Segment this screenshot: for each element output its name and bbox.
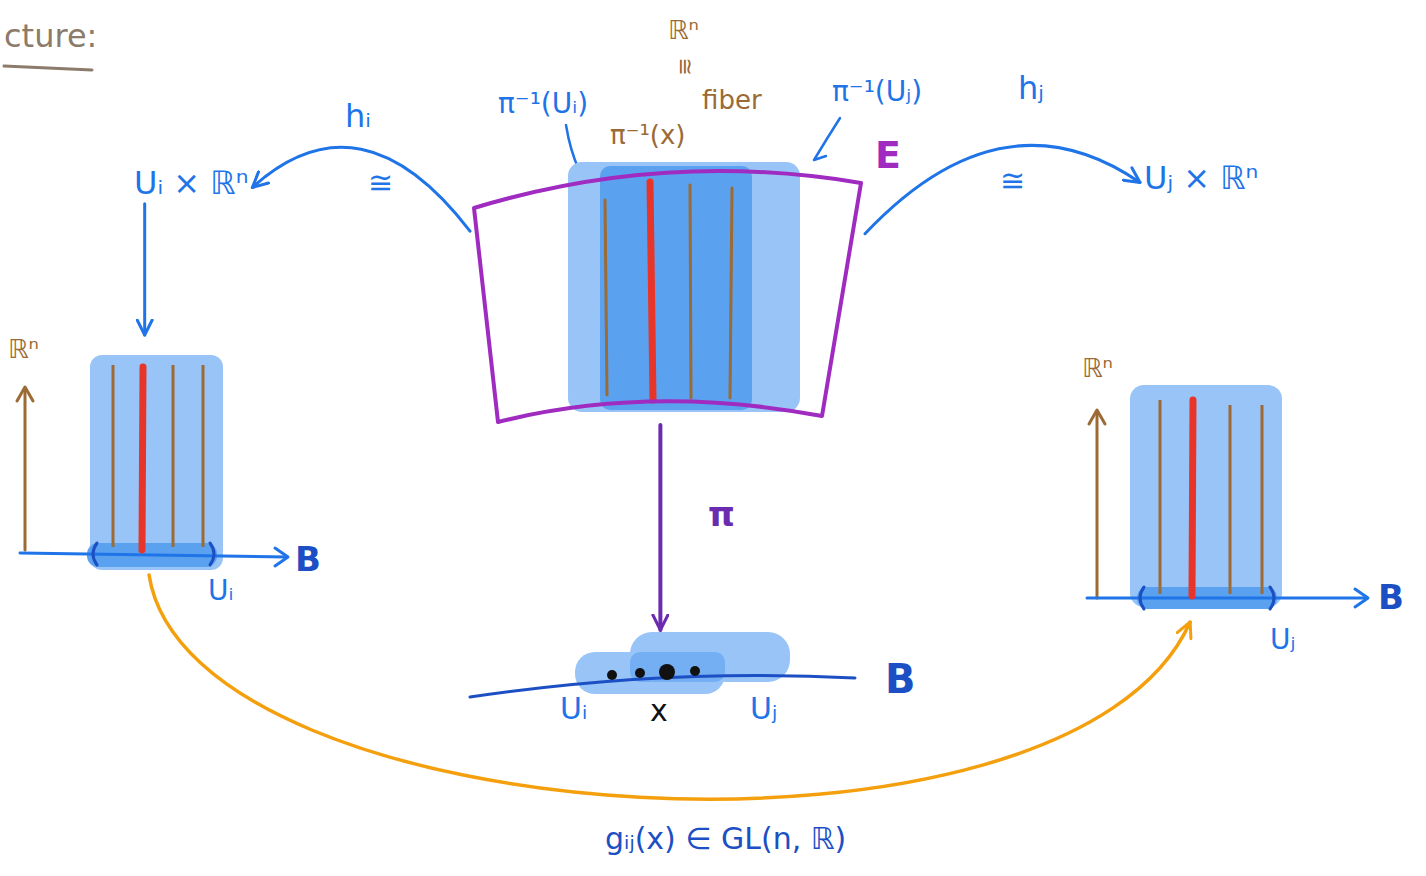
node-illustration [465,630,935,745]
edge-label: hⱼ [1018,70,1044,107]
node-label: B [295,540,321,579]
node-label: Uᵢ [560,692,587,727]
total-space-box: E [470,170,865,425]
node-label: ℝⁿ [8,335,39,365]
base-space: B Uᵢ x Uⱼ [465,630,935,745]
illustration-line [690,185,691,398]
edge-arrow [149,575,1190,799]
node-label: B [1378,578,1404,617]
node-illustration [5,335,340,575]
diagram-title: cture: [4,18,97,55]
node-illustration [470,170,865,425]
annotation-label: π⁻¹(x) [610,121,685,151]
illustration-rect [568,162,800,412]
illustration-path [1270,587,1274,609]
node-label: Uᵢ [208,575,234,607]
annotation-label: π⁻¹(Uⱼ) [832,76,922,108]
illustration-line [650,182,653,400]
annotation-label: fiber [702,86,762,116]
annotation-label: π⁻¹(Uᵢ) [498,88,588,120]
edge-label: gᵢⱼ(x) ∈ GL(n, ℝ) [605,822,846,857]
node-label: Uⱼ [750,692,777,727]
illustration-line [730,188,732,398]
illustration-rect [575,652,725,694]
illustration-path [17,387,33,401]
edge-label: hᵢ [345,98,371,135]
trivialization-label: Uⱼ × ℝⁿ [1140,158,1262,199]
node-label: x [650,694,668,729]
leader-line [814,118,840,160]
illustration-path [1140,587,1144,609]
illustration-rect [600,166,752,410]
illustration-line [1159,400,1162,594]
annotation-label: ≅ [368,166,393,201]
edge-arrow [252,147,470,231]
illustration-line [1192,400,1193,596]
illustration-line [1096,412,1099,598]
annotation-label: ≅ [1000,164,1025,199]
title-underline [4,66,92,70]
illustration-line [1261,405,1264,594]
illustration-path [474,171,861,422]
node-label: ℝⁿ [1082,354,1113,384]
illustration-line [172,365,175,547]
illustration-path [1089,410,1105,424]
node-label: Uⱼ × ℝⁿ [1144,160,1258,197]
illustration-line [1229,405,1232,594]
edge-arrow [143,204,146,335]
edge-label: π [708,495,735,534]
illustration-line [20,553,287,557]
annotation-label: ≅ [673,57,698,75]
illustration-line [112,365,115,547]
node-label: B [885,656,916,702]
edge-arrow [865,145,1140,233]
illustration-rect [1130,385,1282,607]
node-illustration [1082,350,1420,622]
illustration-line [24,389,27,550]
illustration-circle [607,670,617,680]
illustration-path [93,543,97,565]
annotation-label: ℝⁿ [668,16,699,46]
node-label: Uᵢ × ℝⁿ [134,165,248,202]
illustration-circle [690,666,700,676]
local-chart: ℝⁿBUⱼ [1082,350,1420,622]
local-chart: ℝⁿBUᵢ [5,335,340,575]
illustration-line [142,367,143,550]
illustration-rect [90,355,223,570]
illustration-line [1087,597,1367,600]
illustration-line [605,200,607,395]
illustration-circle [635,668,645,678]
illustration-path [275,548,288,566]
illustration-circle [659,664,675,680]
node-label: E [875,134,901,178]
illustration-path [1355,589,1368,607]
node-label: Uⱼ [1270,624,1295,656]
trivialization-label: Uᵢ × ℝⁿ [130,163,252,204]
illustration-line [202,365,205,547]
edge-arrow [658,425,662,630]
illustration-path [210,543,214,565]
